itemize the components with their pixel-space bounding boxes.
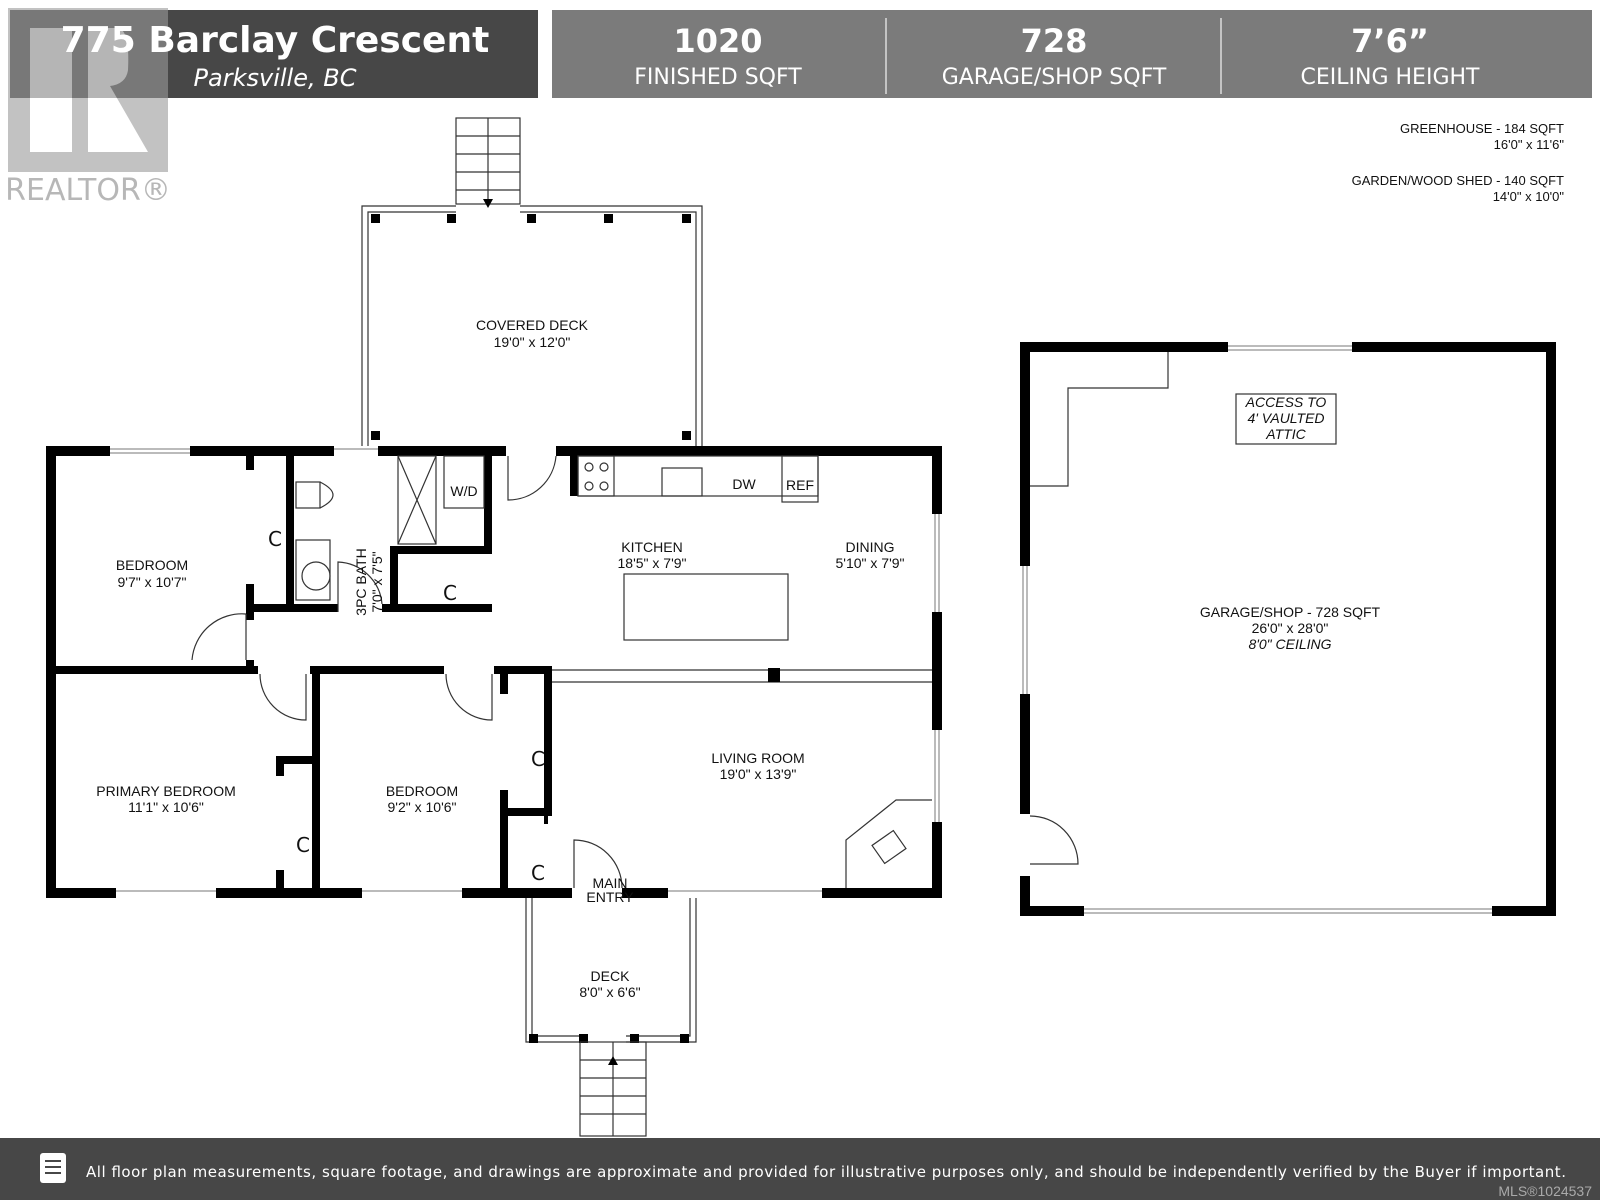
- washer-dryer-label: W/D: [450, 483, 477, 499]
- room-name: KITCHEN: [621, 539, 682, 555]
- closet-label: C: [268, 527, 282, 551]
- footer-bar: [0, 1138, 1600, 1200]
- room-dims: 5'10" x 7'9": [836, 555, 905, 571]
- room-dims: 19'0" x 13'9": [720, 766, 797, 782]
- stat-label: FINISHED SQFT: [634, 65, 802, 90]
- stat-label: CEILING HEIGHT: [1301, 65, 1481, 90]
- fixtures: [191, 455, 932, 889]
- covered-deck: [361, 117, 703, 446]
- shed-dims: 14'0" x 10'0": [1493, 189, 1565, 204]
- room-name: BEDROOM: [386, 783, 458, 799]
- room-name: GARAGE/SHOP - 728 SQFT: [1200, 604, 1381, 620]
- room-name: 3PC BATH: [353, 548, 369, 615]
- room-name: DECK: [591, 968, 631, 984]
- closet-label: C: [531, 747, 545, 771]
- closet-label: C: [531, 861, 545, 885]
- greenhouse-label: GREENHOUSE - 184 SQFT: [1400, 121, 1564, 136]
- refrigerator-label: REF: [786, 477, 814, 493]
- room-dims: 9'7" x 10'7": [118, 574, 187, 590]
- closet-label: C: [443, 581, 457, 605]
- stat-value: 1020: [673, 22, 762, 60]
- room-dims: 9'2" x 10'6": [388, 799, 457, 815]
- stats-banner: [552, 10, 1592, 98]
- attic-note: ACCESS TO: [1245, 394, 1327, 410]
- windows: [110, 448, 940, 892]
- city: Parksville, BC: [194, 64, 357, 92]
- address: 775 Barclay Crescent: [61, 20, 490, 61]
- greenhouse-dims: 16'0" x 11'6": [1494, 137, 1565, 152]
- disclaimer: All floor plan measurements, square foot…: [86, 1163, 1566, 1181]
- room-name: LIVING ROOM: [711, 750, 804, 766]
- house-walls: [46, 446, 942, 898]
- shed-label: GARDEN/WOOD SHED - 140 SQFT: [1352, 173, 1564, 188]
- attic-note: ATTIC: [1265, 426, 1306, 442]
- main-entry-label: MAIN: [593, 875, 628, 891]
- room-name: PRIMARY BEDROOM: [96, 783, 236, 799]
- realtor-logo: REALTOR®: [5, 8, 171, 208]
- room-dims: 18'5" x 7'9": [618, 555, 687, 571]
- closet-label: C: [296, 833, 310, 857]
- room-dims: 26'0" x 28'0": [1252, 620, 1329, 636]
- room-name: BEDROOM: [116, 557, 188, 573]
- stat-value: 7’6”: [1351, 22, 1429, 60]
- room-dims: 7'0" x 7'5": [369, 551, 385, 612]
- room-dims: 19'0" x 12'0": [494, 334, 571, 350]
- main-entry-label: ENTRY: [586, 889, 634, 905]
- attic-note: 4' VAULTED: [1247, 410, 1324, 426]
- document-icon: [40, 1153, 66, 1183]
- room-dims: 8'0" x 6'6": [579, 984, 640, 1000]
- svg-text:REALTOR®: REALTOR®: [5, 173, 171, 208]
- room-name: DINING: [846, 539, 895, 555]
- stat-label: GARAGE/SHOP SQFT: [942, 65, 1167, 90]
- mls-number: MLS®1024537: [1498, 1183, 1592, 1199]
- garage-ceiling: 8'0" CEILING: [1248, 636, 1331, 652]
- room-dims: 11'1" x 10'6": [128, 799, 204, 815]
- stat-value: 728: [1021, 22, 1088, 60]
- front-deck: [525, 898, 697, 1137]
- dishwasher-label: DW: [732, 476, 756, 492]
- room-name: COVERED DECK: [476, 317, 589, 333]
- garage-walls: [1020, 342, 1556, 916]
